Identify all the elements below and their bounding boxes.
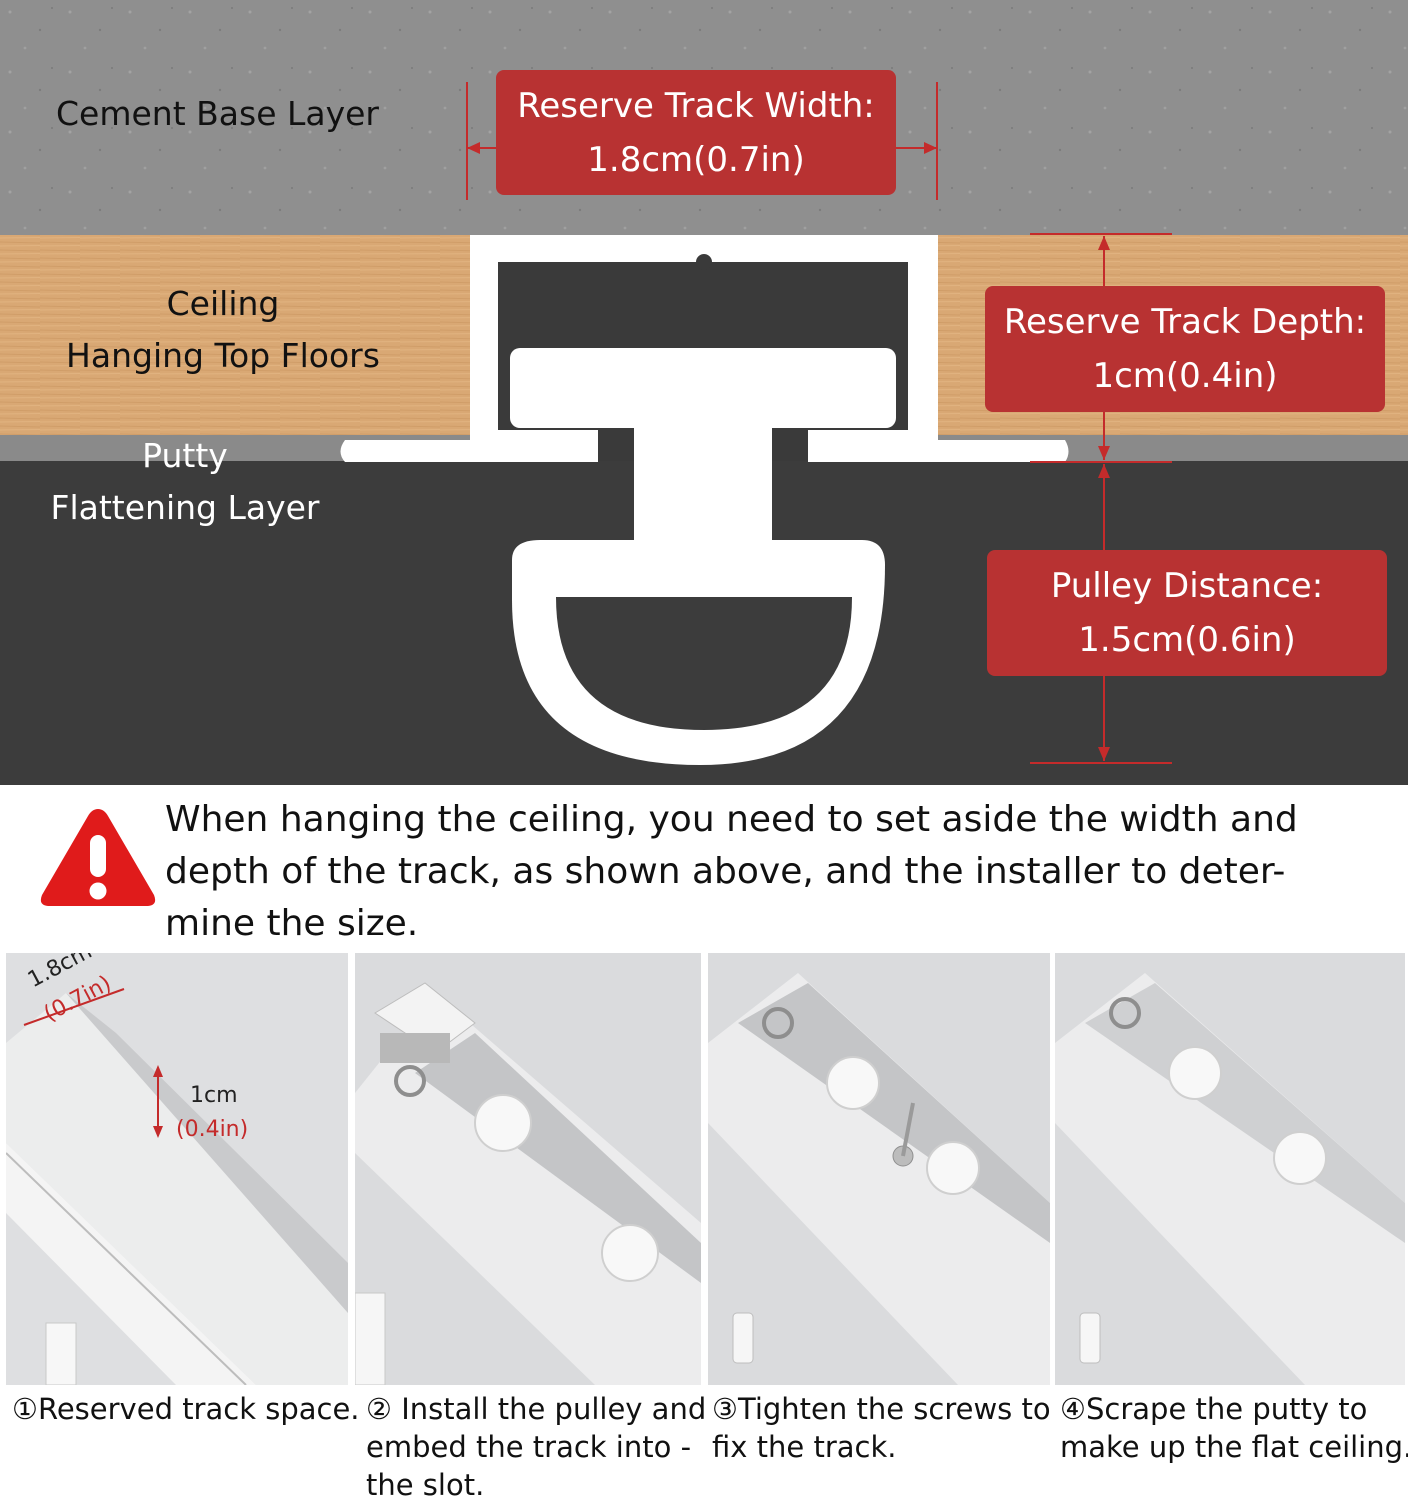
step4-photo: [1055, 953, 1405, 1385]
putty-label-line1: Putty: [142, 436, 228, 475]
photo1-depth-cm: 1cm: [190, 1083, 238, 1108]
step3-photo: [708, 953, 1050, 1385]
step3-caption: ③Tighten the screws to fix the track.: [712, 1390, 1051, 1466]
callout-pulley-label: Pulley Distance:: [1050, 566, 1324, 606]
track-cross-section-diagram: Cement Base Layer Ceiling Hanging Top Fl…: [0, 0, 1408, 785]
step4-caption: ④Scrape the putty to make up the flat ce…: [1060, 1390, 1408, 1466]
callout-track-depth: Reserve Track Depth: 1cm(0.4in): [985, 286, 1385, 412]
step4-caption-line2: make up the flat ceiling.: [1060, 1430, 1408, 1464]
step1-caption-line1: ①Reserved track space.: [12, 1392, 360, 1426]
warning-triangle-icon: [40, 809, 156, 906]
step2-caption-line1: ② Install the pulley and: [366, 1392, 707, 1426]
step4-photo-graphic: [1055, 953, 1405, 1385]
step4-caption-line1: ④Scrape the putty to: [1060, 1392, 1368, 1426]
step1-photo-graphic: [6, 953, 348, 1385]
pulley-hole: [556, 597, 852, 730]
track-notch: [696, 254, 712, 270]
callout-width-label: Reserve Track Width:: [517, 86, 875, 126]
callout-width-value: 1.8cm(0.7in): [587, 140, 805, 180]
callout-depth-value: 1cm(0.4in): [1092, 356, 1278, 396]
step2-photo-graphic: [355, 953, 701, 1385]
warning-line1: When hanging the ceiling, you need to se…: [165, 799, 1298, 840]
callout-track-width: Reserve Track Width: 1.8cm(0.7in): [496, 70, 896, 195]
ceiling-label-line1: Ceiling: [166, 284, 280, 323]
callout-depth-label: Reserve Track Depth:: [1003, 302, 1367, 342]
width-dimension: [466, 82, 938, 200]
step2-caption-line3: the slot.: [366, 1468, 485, 1502]
step2-caption-line2: embed the track into -: [366, 1430, 692, 1464]
step1-photo: 1.8cm (0.7in) 1cm (0.4in): [6, 953, 348, 1385]
ceiling-layer-label: Ceiling Hanging Top Floors: [40, 278, 406, 382]
callout-pulley-distance: Pulley Distance: 1.5cm(0.6in): [987, 550, 1387, 676]
step2-photo: [355, 953, 701, 1385]
cement-layer-label: Cement Base Layer: [56, 94, 379, 133]
putty-layer-label: Putty Flattening Layer: [30, 430, 340, 534]
step3-photo-graphic: [708, 953, 1050, 1385]
step2-caption: ② Install the pulley and embed the track…: [366, 1390, 707, 1504]
photo1-depth-in: (0.4in): [176, 1117, 249, 1142]
warning-line2: depth of the track, as shown above, and …: [165, 851, 1286, 892]
putty-label-line2: Flattening Layer: [50, 488, 320, 527]
step3-caption-line2: fix the track.: [712, 1430, 897, 1464]
callout-pulley-value: 1.5cm(0.6in): [1078, 620, 1296, 660]
ceiling-label-line2: Hanging Top Floors: [66, 336, 380, 375]
step3-caption-line1: ③Tighten the screws to: [712, 1392, 1051, 1426]
warning-line3: mine the size.: [165, 903, 419, 944]
step1-caption: ①Reserved track space.: [12, 1390, 360, 1428]
warning-message: When hanging the ceiling, you need to se…: [165, 794, 1365, 950]
